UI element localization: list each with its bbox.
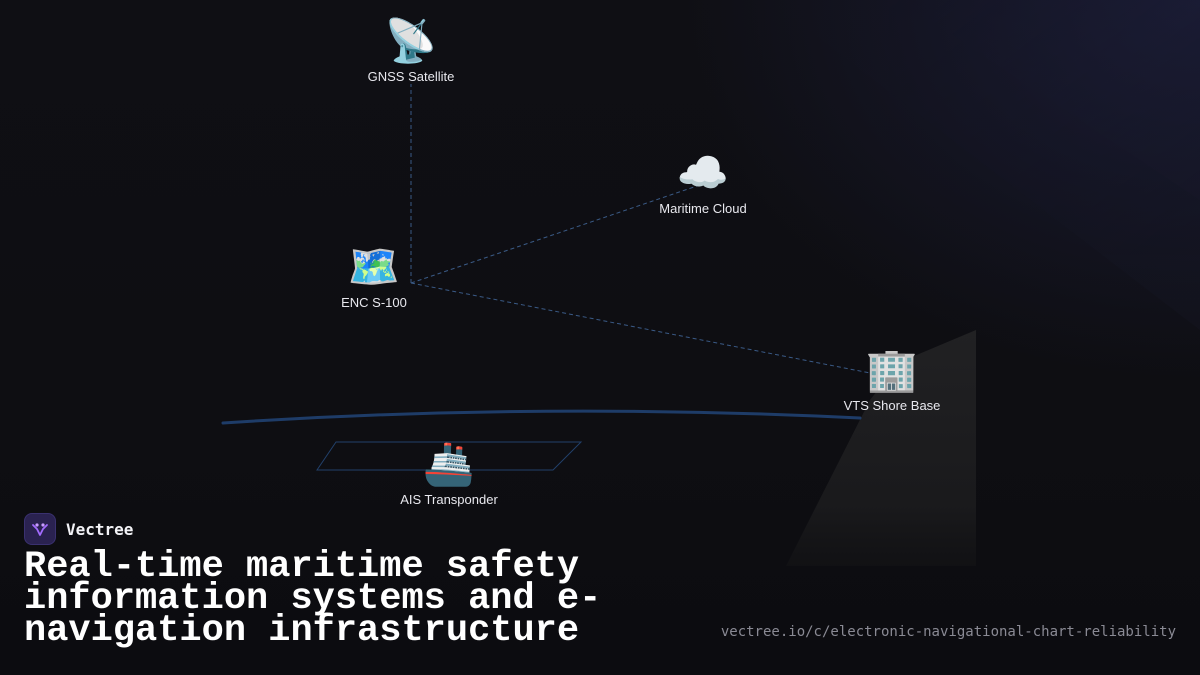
node-label: ENC S-100: [341, 295, 407, 310]
vectree-logo-icon: [24, 513, 56, 545]
node-vts-shore-base: 🏢 VTS Shore Base: [812, 345, 972, 414]
node-maritime-cloud: ☁️ Maritime Cloud: [623, 148, 783, 217]
world-map-icon: 🗺️: [347, 242, 401, 291]
node-label: VTS Shore Base: [843, 398, 941, 413]
node-label: AIS Transponder: [400, 492, 498, 507]
coastline-arc: [221, 409, 862, 425]
page-title: Real-time maritime safety information sy…: [24, 546, 602, 652]
shore-beam: [786, 330, 976, 566]
brand-name: Vectree: [66, 519, 134, 539]
satellite-antenna-icon: 📡: [384, 16, 438, 65]
cloud-icon: ☁️: [676, 148, 730, 197]
node-gnss-satellite: 📡 GNSS Satellite: [331, 16, 491, 85]
node-label: Maritime Cloud: [659, 201, 747, 216]
links-layer: [410, 84, 871, 374]
vectree-logo-mark: [32, 523, 48, 536]
office-building-icon: 🏢: [865, 345, 919, 394]
link-enc-vts: [410, 282, 871, 374]
article-url[interactable]: vectree.io/c/electronic-navigational-cha…: [720, 624, 1176, 640]
link-enc-cloud: [410, 185, 698, 284]
background-rays: [770, 0, 1200, 330]
node-enc-s100: 🗺️ ENC S-100: [294, 242, 454, 311]
node-label: GNSS Satellite: [367, 69, 455, 84]
vessel-lane: [316, 441, 583, 471]
node-ais-transponder: 🚢 AIS Transponder: [369, 439, 529, 508]
ship-icon: 🚢: [422, 439, 476, 488]
brand[interactable]: Vectree: [24, 512, 133, 546]
